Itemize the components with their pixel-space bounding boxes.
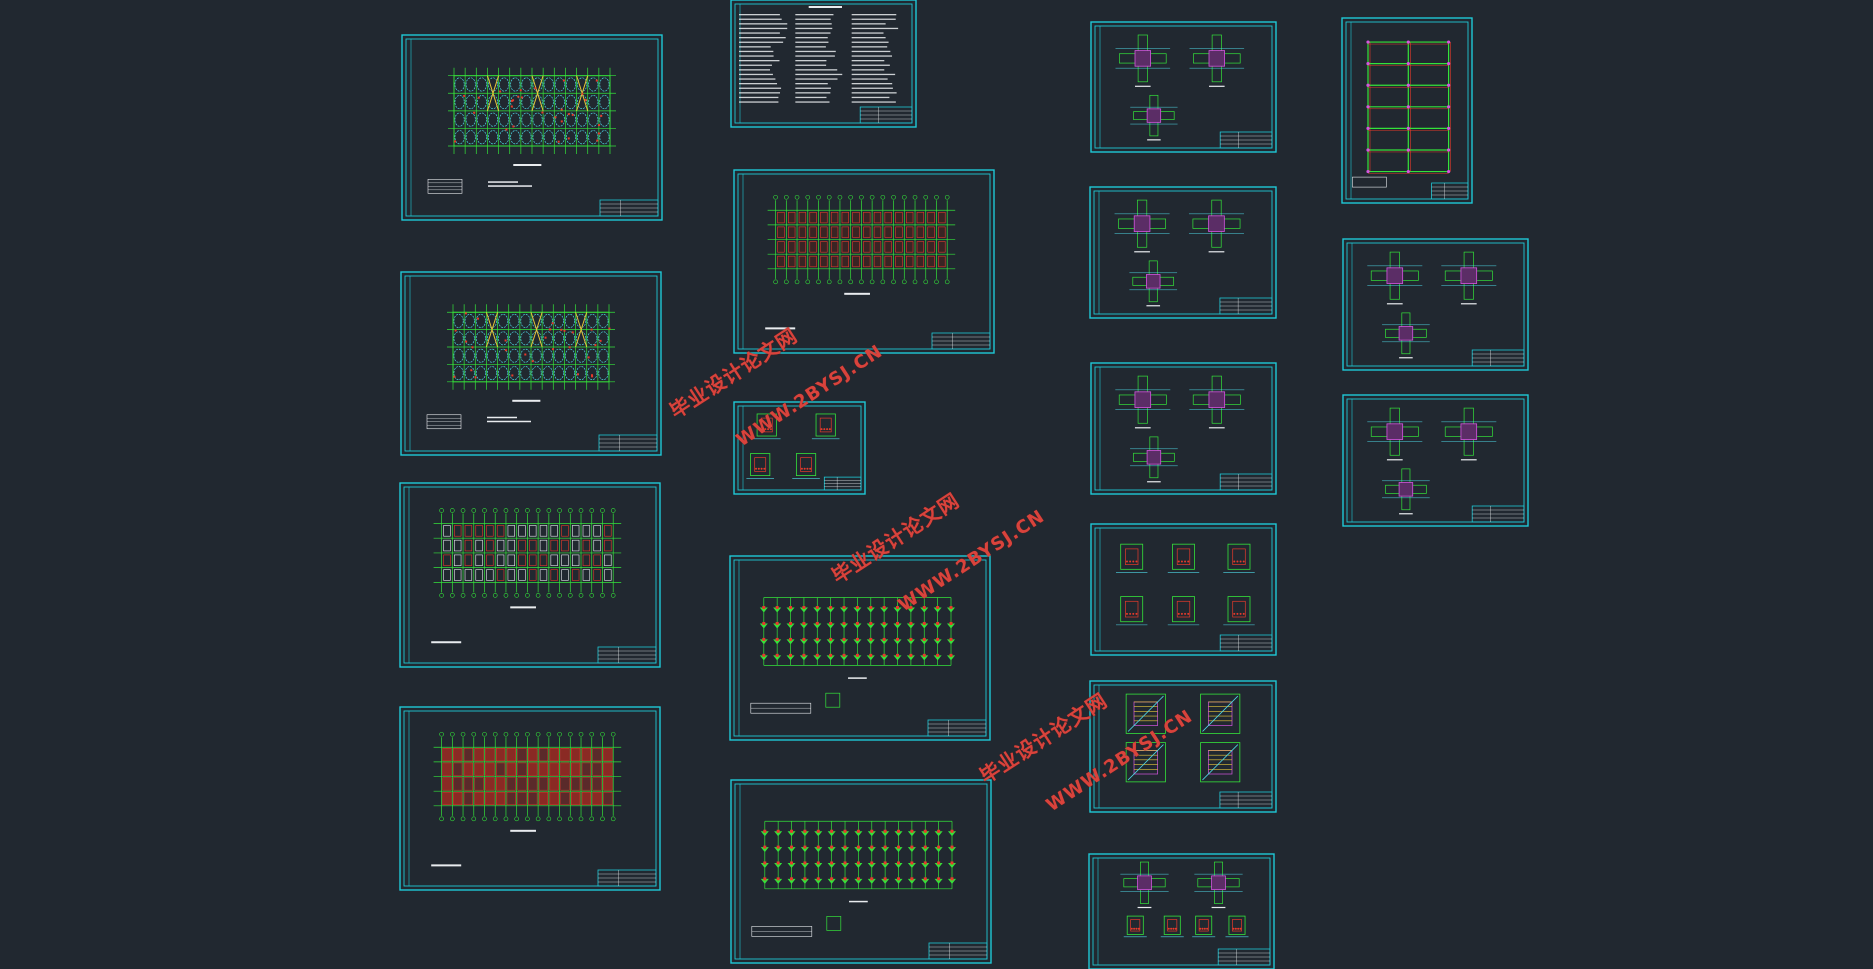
slab-plan-sheet[interactable] — [399, 482, 661, 668]
design-notes-sheet[interactable] — [730, 0, 917, 128]
stair-detail-sheet[interactable] — [1089, 680, 1277, 813]
column-layout-sheet-2[interactable] — [730, 779, 992, 964]
frame-elevation-sheet[interactable] — [1341, 17, 1473, 204]
joint-detail-sheet-1[interactable] — [1090, 21, 1277, 153]
column-layout-sheet-1[interactable] — [729, 555, 991, 741]
floor-plan-sheet-2[interactable] — [400, 271, 662, 456]
section-detail-sheet[interactable] — [1090, 523, 1277, 656]
joint-detail-sheet-5[interactable] — [1342, 394, 1529, 527]
foundation-plan-sheet[interactable] — [733, 169, 995, 354]
joint-detail-sheet-2[interactable] — [1089, 186, 1277, 319]
joint-detail-sheet-3[interactable] — [1090, 362, 1277, 495]
beam-detail-sheet[interactable] — [1088, 853, 1275, 969]
joint-detail-sheet-4[interactable] — [1342, 238, 1529, 371]
pile-detail-sheet[interactable] — [733, 401, 866, 495]
reinforcement-plan-sheet[interactable] — [399, 706, 661, 891]
floor-plan-sheet-1[interactable] — [401, 34, 663, 221]
